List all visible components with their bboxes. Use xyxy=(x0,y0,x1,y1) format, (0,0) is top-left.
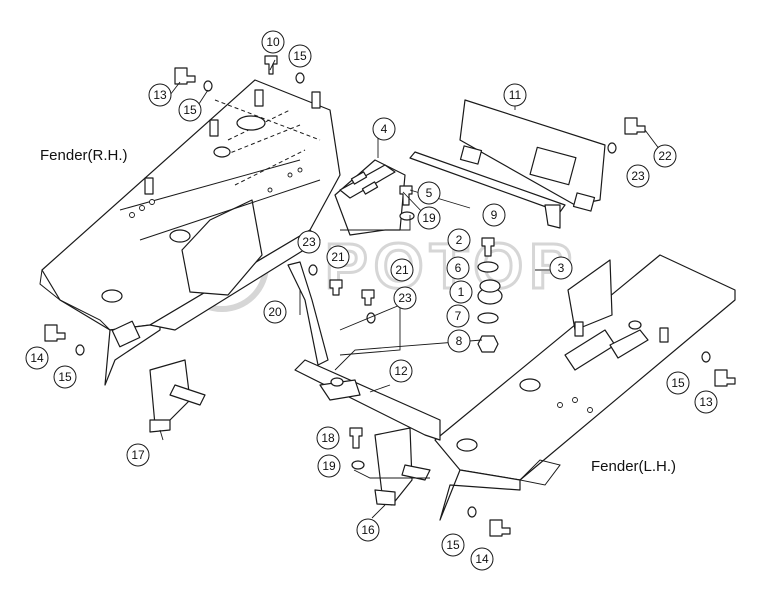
svg-text:3: 3 xyxy=(558,261,565,275)
callout-8: 8 xyxy=(447,329,471,353)
callout-9: 9 xyxy=(482,203,506,227)
bolt-part-10 xyxy=(264,55,278,75)
svg-text:21: 21 xyxy=(395,263,409,277)
bar-part-9 xyxy=(409,151,566,229)
callout-14a: 14 xyxy=(25,346,49,370)
svg-text:9: 9 xyxy=(491,208,498,222)
callout-20: 20 xyxy=(263,300,287,324)
bolt-part-14b xyxy=(489,519,511,537)
svg-text:15: 15 xyxy=(671,376,685,390)
bolt-part-14 xyxy=(44,324,66,342)
callout-2: 2 xyxy=(447,228,471,252)
plate-part-11 xyxy=(459,99,606,212)
fender-lh-part xyxy=(434,254,736,521)
svg-text:2: 2 xyxy=(456,233,463,247)
svg-text:10: 10 xyxy=(266,35,280,49)
callout-23b: 23 xyxy=(393,286,417,310)
callout-22: 22 xyxy=(653,144,677,168)
svg-text:20: 20 xyxy=(268,305,282,319)
washer-part-7 xyxy=(477,312,499,324)
svg-text:7: 7 xyxy=(455,309,462,323)
svg-text:13: 13 xyxy=(699,395,713,409)
callout-11: 11 xyxy=(503,83,527,107)
svg-text:13: 13 xyxy=(153,88,167,102)
svg-text:14: 14 xyxy=(30,351,44,365)
svg-text:16: 16 xyxy=(361,523,375,537)
bolt-part-21a xyxy=(329,279,343,296)
svg-text:21: 21 xyxy=(331,250,345,264)
bolt-part-18 xyxy=(349,427,363,449)
svg-text:23: 23 xyxy=(302,235,316,249)
callout-10: 10 xyxy=(261,30,285,54)
bolt-part-13b xyxy=(714,369,736,387)
bracket-part-4 xyxy=(334,159,406,236)
svg-text:17: 17 xyxy=(131,448,145,462)
callout-4: 4 xyxy=(372,117,396,141)
bolt-part-2 xyxy=(481,237,495,257)
callout-19a: 19 xyxy=(417,206,441,230)
support-part-16 xyxy=(374,427,431,506)
washer-part-6 xyxy=(477,261,499,273)
bolt-part-21b xyxy=(361,289,375,306)
svg-text:19: 19 xyxy=(422,211,436,225)
callout-14b: 14 xyxy=(470,547,494,571)
fender-rh-part xyxy=(39,79,341,386)
bolt-part-22 xyxy=(624,117,646,135)
svg-text:1: 1 xyxy=(458,285,465,299)
callout-12: 12 xyxy=(389,359,413,383)
callout-21b: 21 xyxy=(390,258,414,282)
callout-7: 7 xyxy=(446,304,470,328)
callout-18: 18 xyxy=(316,426,340,450)
fender-lh-label: Fender(L.H.) xyxy=(591,458,676,475)
svg-text:15: 15 xyxy=(293,49,307,63)
callout-21a: 21 xyxy=(326,245,350,269)
svg-text:15: 15 xyxy=(58,370,72,384)
callout-15e: 15 xyxy=(441,533,465,557)
callout-16: 16 xyxy=(356,518,380,542)
svg-text:18: 18 xyxy=(321,431,335,445)
fender-rh-label: Fender(R.H.) xyxy=(40,147,128,164)
svg-text:22: 22 xyxy=(658,149,672,163)
callout-23a: 23 xyxy=(297,230,321,254)
svg-text:6: 6 xyxy=(455,261,462,275)
svg-text:11: 11 xyxy=(509,88,522,102)
hardware-items xyxy=(44,55,736,537)
bolt-part-13 xyxy=(174,67,196,85)
callout-3: 3 xyxy=(549,256,573,280)
svg-text:19: 19 xyxy=(322,459,336,473)
callout-23c: 23 xyxy=(626,164,650,188)
callout-15b: 15 xyxy=(178,98,202,122)
callout-19b: 19 xyxy=(317,454,341,478)
svg-text:15: 15 xyxy=(446,538,460,552)
callout-17: 17 xyxy=(126,443,150,467)
svg-text:4: 4 xyxy=(381,122,388,136)
svg-text:15: 15 xyxy=(183,103,197,117)
crossbar-part-12 xyxy=(294,359,441,441)
svg-text:23: 23 xyxy=(631,169,645,183)
arm-part-20 xyxy=(287,261,329,366)
support-part-17 xyxy=(149,359,206,433)
svg-text:5: 5 xyxy=(426,186,433,200)
callout-15a: 15 xyxy=(288,44,312,68)
callout-15c: 15 xyxy=(53,365,77,389)
svg-text:23: 23 xyxy=(398,291,412,305)
callout-6: 6 xyxy=(446,256,470,280)
callout-5: 5 xyxy=(417,181,441,205)
callout-13a: 13 xyxy=(148,83,172,107)
svg-text:8: 8 xyxy=(456,334,463,348)
callout-1: 1 xyxy=(449,280,473,304)
callout-15d: 15 xyxy=(666,371,690,395)
svg-text:14: 14 xyxy=(475,552,489,566)
nut-part-8 xyxy=(477,335,499,353)
svg-text:12: 12 xyxy=(394,364,408,378)
callout-13b: 13 xyxy=(694,390,718,414)
